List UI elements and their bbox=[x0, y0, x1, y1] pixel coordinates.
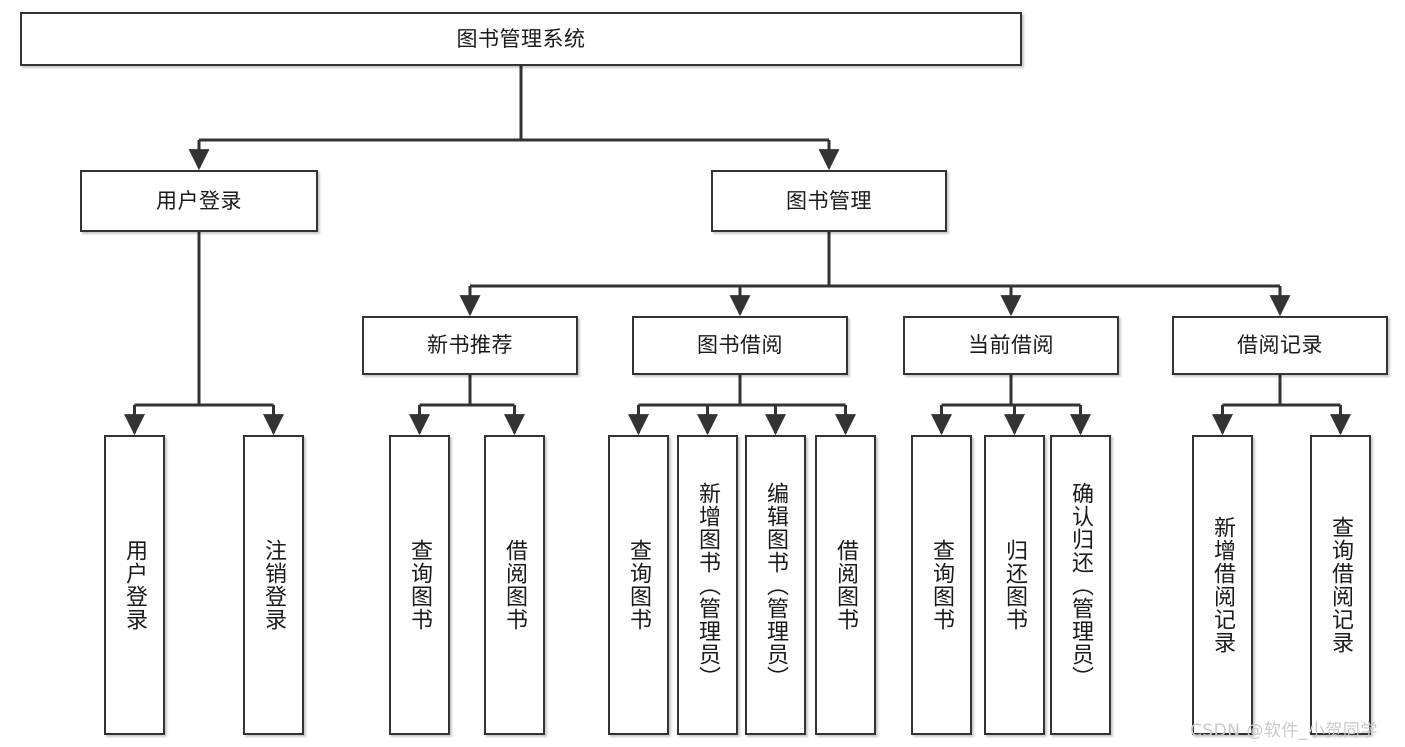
node-label: 当前借阅 bbox=[968, 333, 1054, 358]
node-label: 用户登录 bbox=[122, 539, 148, 631]
leaf-edit-book-admin[interactable]: 编辑图书（管理员） bbox=[745, 435, 806, 735]
node-label: 新增借阅记录 bbox=[1210, 516, 1236, 654]
node-label: 借阅记录 bbox=[1237, 333, 1323, 358]
node-label: 确认归还（管理员） bbox=[1068, 481, 1094, 689]
node-label: 查询借阅记录 bbox=[1328, 516, 1354, 654]
leaf-query-book-current[interactable]: 查询图书 bbox=[911, 435, 972, 735]
node-user-login-module[interactable]: 用户登录 bbox=[80, 170, 318, 232]
leaf-add-borrow-record[interactable]: 新增借阅记录 bbox=[1192, 435, 1253, 735]
node-borrow-record[interactable]: 借阅记录 bbox=[1172, 316, 1388, 375]
node-label: 查询图书 bbox=[929, 539, 955, 631]
node-book-borrow[interactable]: 图书借阅 bbox=[632, 316, 848, 375]
leaf-query-book-recommend[interactable]: 查询图书 bbox=[389, 435, 450, 735]
leaf-confirm-return-admin[interactable]: 确认归还（管理员） bbox=[1050, 435, 1111, 735]
node-label: 图书管理系统 bbox=[456, 26, 586, 51]
node-label: 用户登录 bbox=[156, 188, 242, 213]
node-label: 新书推荐 bbox=[427, 333, 513, 358]
node-label: 查询图书 bbox=[626, 539, 652, 631]
leaf-query-book-borrow[interactable]: 查询图书 bbox=[608, 435, 669, 735]
node-label: 图书管理 bbox=[786, 188, 872, 213]
node-label: 新增图书（管理员） bbox=[695, 481, 721, 689]
node-new-book-recommend[interactable]: 新书推荐 bbox=[362, 316, 578, 375]
leaf-add-book-admin[interactable]: 新增图书（管理员） bbox=[677, 435, 738, 735]
leaf-borrow-book-recommend[interactable]: 借阅图书 bbox=[484, 435, 545, 735]
node-book-management-module[interactable]: 图书管理 bbox=[711, 170, 947, 232]
leaf-logout[interactable]: 注销登录 bbox=[243, 435, 304, 735]
node-label: 注销登录 bbox=[261, 539, 287, 631]
node-current-borrow[interactable]: 当前借阅 bbox=[903, 316, 1119, 375]
leaf-query-borrow-record[interactable]: 查询借阅记录 bbox=[1310, 435, 1371, 735]
node-label: 归还图书 bbox=[1002, 539, 1028, 631]
csdn-watermark: CSDN @软件_小贺同学 bbox=[1190, 721, 1378, 741]
leaf-user-login[interactable]: 用户登录 bbox=[104, 435, 165, 735]
leaf-return-book[interactable]: 归还图书 bbox=[984, 435, 1045, 735]
node-root[interactable]: 图书管理系统 bbox=[20, 12, 1022, 66]
node-label: 查询图书 bbox=[407, 539, 433, 631]
node-label: 编辑图书（管理员） bbox=[763, 481, 789, 689]
node-label: 图书借阅 bbox=[697, 333, 783, 358]
leaf-borrow-book[interactable]: 借阅图书 bbox=[815, 435, 876, 735]
node-label: 借阅图书 bbox=[502, 539, 528, 631]
node-label: 借阅图书 bbox=[833, 539, 859, 631]
